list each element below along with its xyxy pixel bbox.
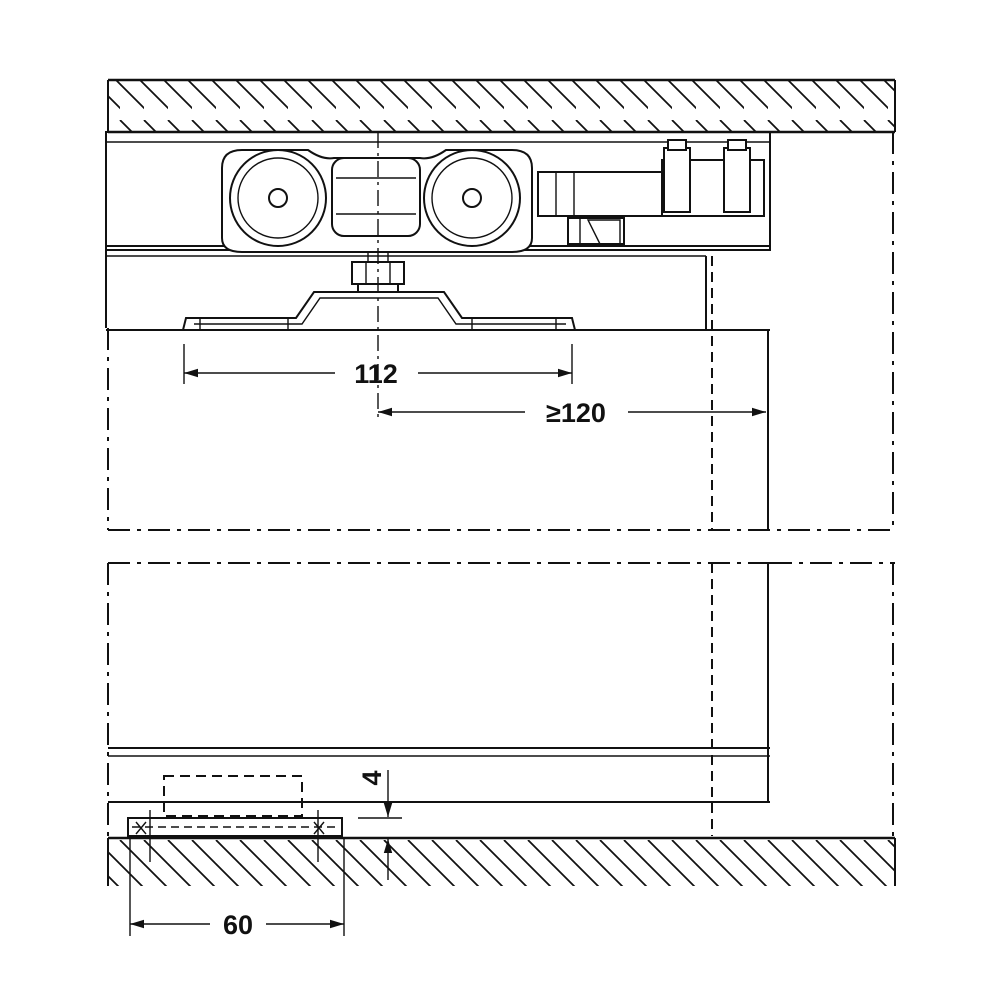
dimension-min-120-label: ≥120 — [546, 398, 606, 428]
floor-hatch — [107, 836, 896, 886]
dimension-4: 4 — [357, 770, 402, 880]
door-panel-upper — [106, 132, 895, 531]
dimension-112-label: 112 — [354, 359, 398, 389]
floor-guide — [127, 775, 343, 862]
dimension-60-label: 60 — [223, 910, 253, 940]
dimension-4-label: 4 — [357, 770, 387, 785]
dimension-60: 60 — [129, 838, 345, 940]
door-panel-lower — [107, 562, 895, 840]
dimension-min-120: ≥120 — [378, 396, 769, 428]
end-stop-damper — [537, 139, 765, 245]
dimension-112: 112 — [183, 344, 573, 389]
door-mounting-bracket — [181, 291, 577, 331]
ceiling-hatch — [107, 78, 896, 134]
